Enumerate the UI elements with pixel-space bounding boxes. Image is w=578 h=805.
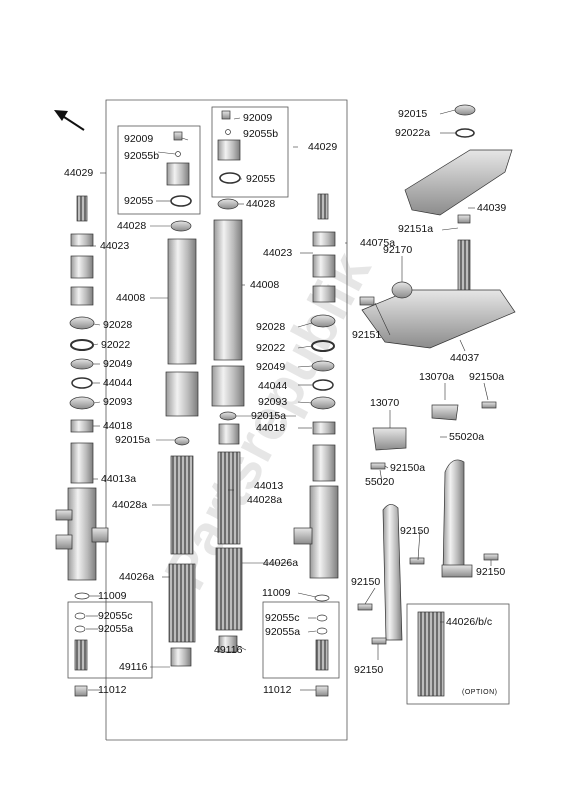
callout-44029-left: 44029 [64, 167, 94, 179]
callout-13070a: 13070a [419, 371, 455, 383]
callout-92150a-top: 92150a [469, 371, 505, 383]
callout-92150-d: 92150 [354, 664, 384, 676]
steering-clamp-parts [359, 104, 516, 349]
callout-44008-left: 44008 [116, 292, 146, 304]
callout-92170: 92170 [383, 244, 413, 256]
right-cap-parts [217, 110, 241, 184]
callout-11009-right: 11009 [262, 587, 291, 599]
callout-44008-right: 44008 [250, 279, 280, 291]
callout-92055b-right: 92055b [243, 128, 279, 140]
callout-44013: 44013 [254, 480, 284, 492]
fork-guard-parts [357, 401, 499, 697]
callout-92015a-right: 92015a [251, 410, 287, 422]
left-fork-leg-parts [55, 195, 109, 697]
callout-44028a-left: 44028a [112, 499, 148, 511]
callout-49116-right: 49116 [214, 644, 243, 656]
callout-92009-left: 92009 [124, 133, 154, 145]
callout-11012-left: 11012 [98, 684, 127, 696]
callout-92150-a: 92150 [400, 525, 430, 537]
callout-92015: 92015 [398, 108, 428, 120]
callout-92022-left: 92022 [101, 339, 131, 351]
callout-92028-right: 92028 [256, 321, 286, 333]
callout-44028-right: 44028 [246, 198, 276, 210]
callout-44018-left: 44018 [103, 420, 133, 432]
callout-44044-left: 44044 [103, 377, 133, 389]
callout-92093-right: 92093 [258, 396, 288, 408]
callout-44023-right: 44023 [263, 247, 293, 259]
callout-92151a: 92151a [398, 223, 434, 235]
callout-92015a-left: 92015a [115, 434, 151, 446]
callout-11012-right: 11012 [263, 684, 292, 696]
callout-44029-right: 44029 [308, 141, 338, 153]
left-cap-parts [166, 131, 192, 207]
callout-55020a: 55020a [449, 431, 485, 443]
callout-44026bc: 44026/b/c [446, 616, 493, 628]
callout-44075a: 44075a [360, 237, 396, 249]
callout-92055-left: 92055 [124, 195, 154, 207]
callout-92022-right: 92022 [256, 342, 286, 354]
callout-44026a-right: 44026a [263, 557, 299, 569]
callout-92093-left: 92093 [103, 396, 133, 408]
callout-92150-b: 92150 [351, 576, 381, 588]
callout-92151: 92151 [352, 329, 382, 341]
callout-44026a-left: 44026a [119, 571, 155, 583]
callout-92009-right: 92009 [243, 112, 273, 124]
right-inner-tube-parts [211, 198, 245, 653]
callout-44028a-right: 44028a [247, 494, 283, 506]
leader-lines [86, 109, 492, 691]
callout-92055c-right: 92055c [265, 612, 300, 624]
callout-92055a-left: 92055a [98, 623, 134, 635]
callout-92049-right: 92049 [256, 361, 286, 373]
right-fork-leg-parts [293, 193, 339, 697]
callout-92022a: 92022a [395, 127, 431, 139]
callout-92055b-left: 92055b [124, 150, 160, 162]
callout-44018-right: 44018 [256, 422, 286, 434]
front-direction-arrow-icon [54, 110, 85, 131]
callout-92055-right: 92055 [246, 173, 276, 185]
callout-44039: 44039 [477, 202, 507, 214]
left-inner-tube-parts [165, 220, 199, 667]
callout-44013a: 44013a [101, 473, 137, 485]
callout-49116-left: 49116 [119, 661, 148, 673]
callout-92150a-mid: 92150a [390, 462, 426, 474]
callout-44044-right: 44044 [258, 380, 288, 392]
option-label: (OPTION) [462, 689, 498, 696]
callout-92028-left: 92028 [103, 319, 133, 331]
frame-lines [67, 99, 510, 741]
callout-92049-left: 92049 [103, 358, 133, 370]
callout-92150-c: 92150 [476, 566, 506, 578]
callout-44037: 44037 [450, 352, 480, 364]
callout-92055a-right: 92055a [265, 626, 301, 638]
callout-44028-left: 44028 [117, 220, 147, 232]
callout-44023-left: 44023 [100, 240, 130, 252]
callout-92055c-left: 92055c [98, 610, 133, 622]
callout-11009-left: 11009 [98, 590, 127, 602]
callout-13070: 13070 [370, 397, 400, 409]
callout-55020: 55020 [365, 476, 395, 488]
